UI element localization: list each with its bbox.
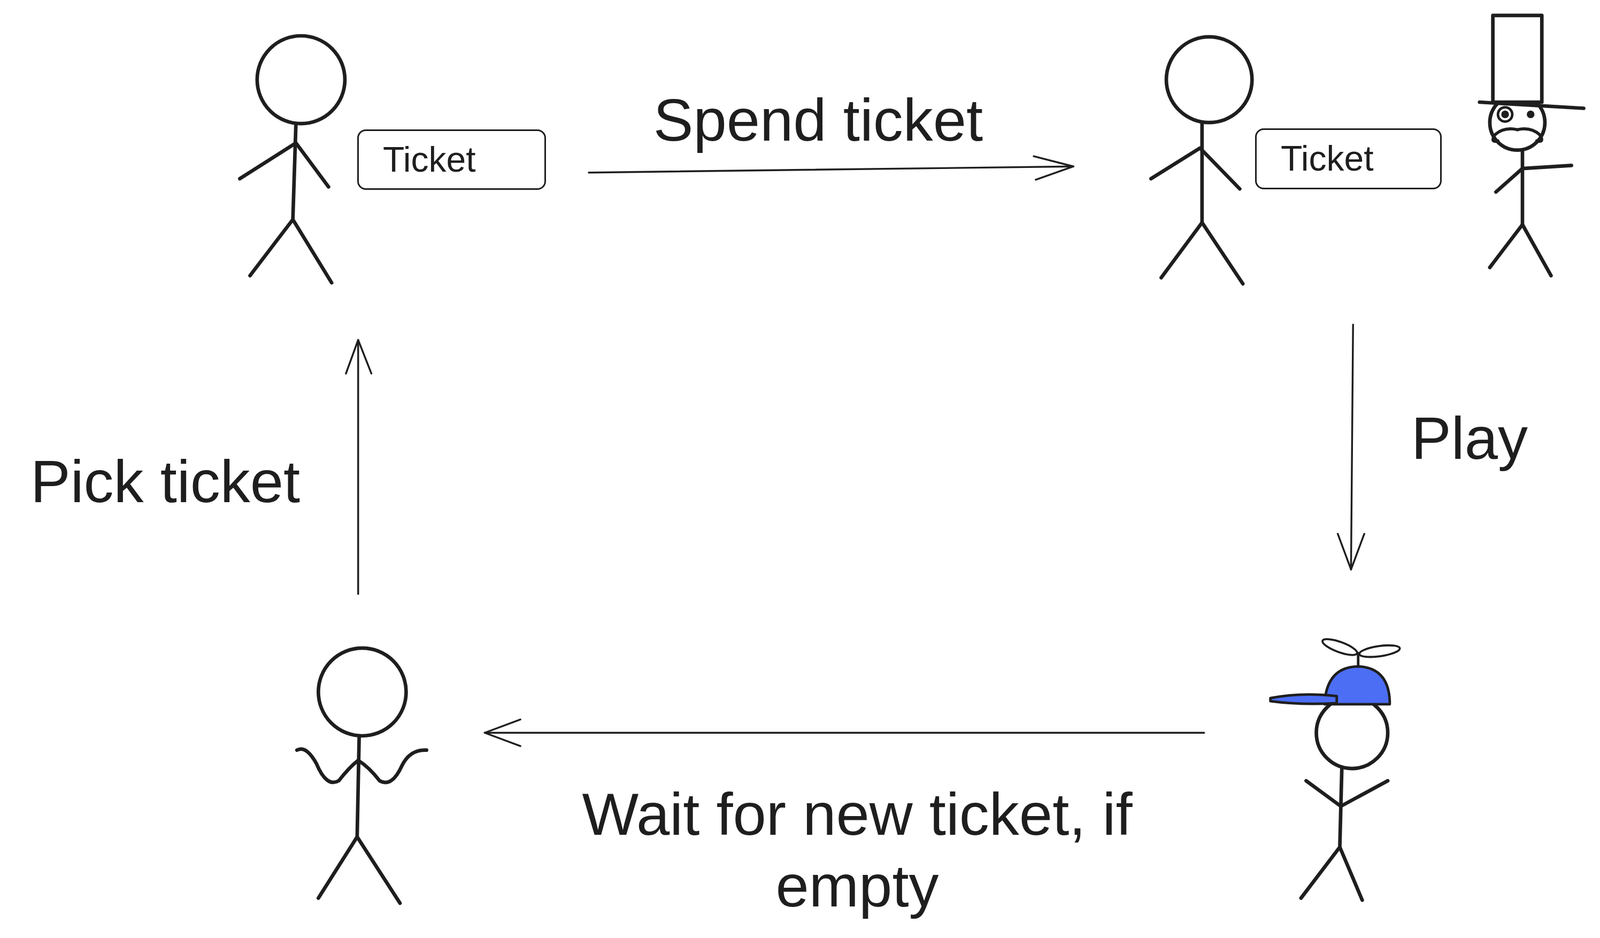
shrug-figure	[296, 648, 427, 904]
mustache	[1517, 128, 1542, 142]
ticket-label: Ticket	[382, 139, 476, 181]
figure-head	[257, 35, 345, 124]
arrow-line	[1350, 324, 1353, 570]
figure-arm	[296, 749, 358, 783]
figure-arms	[1495, 165, 1572, 192]
arrow-line	[484, 732, 1204, 734]
hat-brim	[1479, 102, 1584, 109]
arrow-line	[588, 166, 1074, 173]
propeller-blade	[1320, 635, 1359, 658]
arrow-line	[357, 340, 359, 595]
arrow-head	[1033, 156, 1074, 180]
figure-body	[357, 735, 360, 837]
figure-legs	[318, 836, 400, 904]
stick-figure	[1150, 36, 1252, 284]
figure-legs	[1160, 222, 1243, 284]
figure-head	[1166, 36, 1252, 123]
arrow-label: Play	[1389, 402, 1550, 475]
ticket-box: Ticket	[357, 129, 546, 190]
cap-brim	[1270, 694, 1337, 705]
arrow-head	[1337, 533, 1365, 570]
figure-arms	[1150, 148, 1240, 189]
arrow-label: Spend ticket	[598, 84, 1038, 157]
arrow-label: Pick ticket	[10, 445, 321, 518]
arrow-label: Wait for new ticket, if empty	[549, 778, 1165, 923]
figure-arms	[239, 142, 329, 187]
figure-body	[1520, 150, 1525, 225]
figure-head	[318, 648, 406, 736]
propeller-blade	[1358, 643, 1401, 660]
top-hat-figure	[1479, 15, 1584, 276]
eye	[1528, 112, 1533, 117]
figure-body	[293, 123, 297, 220]
arrow-head	[484, 719, 521, 746]
figure-legs	[1301, 847, 1363, 900]
figure-body	[1200, 122, 1204, 223]
figure-arm	[358, 750, 427, 783]
ticket-label: Ticket	[1280, 138, 1374, 180]
monocle	[1497, 107, 1513, 122]
eye	[1503, 112, 1508, 117]
ticket-box: Ticket	[1255, 128, 1442, 190]
cycle-arrows	[345, 156, 1365, 746]
figure-arms	[1305, 780, 1388, 807]
arrow-head	[345, 340, 372, 374]
stick-figure	[239, 35, 345, 283]
top-hat	[1493, 15, 1543, 103]
figure-legs	[250, 219, 333, 283]
figure-legs	[1489, 224, 1551, 276]
mustache	[1493, 128, 1518, 142]
propeller-cap-figure	[1270, 635, 1401, 900]
figure-head	[1316, 696, 1389, 769]
